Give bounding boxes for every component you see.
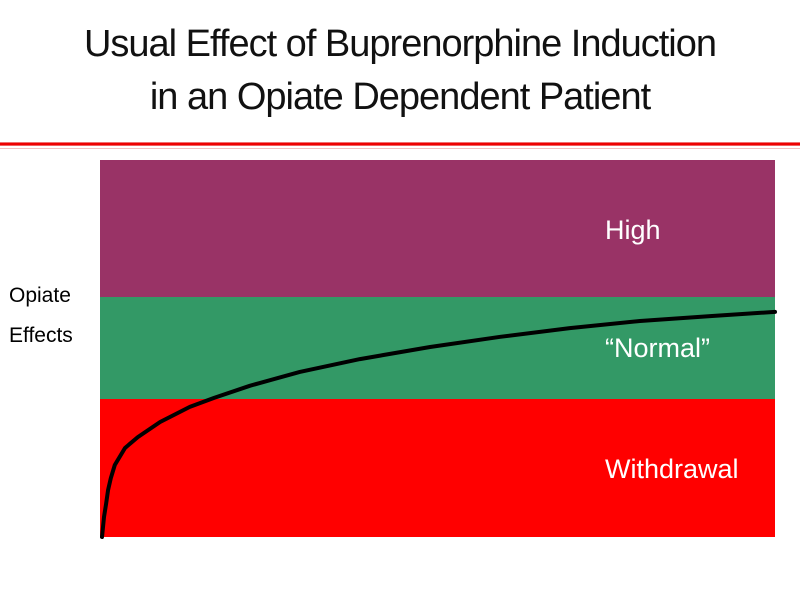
title-separator-shadow-line [0,148,800,149]
band-label-withdrawal: Withdrawal [605,454,739,484]
y-axis-label-line1: Opiate [9,284,71,307]
slide-title-line2: in an Opiate Dependent Patient [149,76,651,118]
band-high [100,160,775,297]
y-axis-label: Opiate Effects [9,276,73,356]
slide-title: Usual Effect of Buprenorphine Induction … [0,18,800,124]
slide-title-line1: Usual Effect of Buprenorphine Induction [83,23,717,65]
band-label-high: High [605,215,661,245]
title-separator-line [0,142,800,146]
chart-area: High “Normal” Withdrawal [100,160,777,539]
y-axis-label-line2: Effects [9,324,73,347]
band-label-normal: “Normal” [605,333,710,363]
